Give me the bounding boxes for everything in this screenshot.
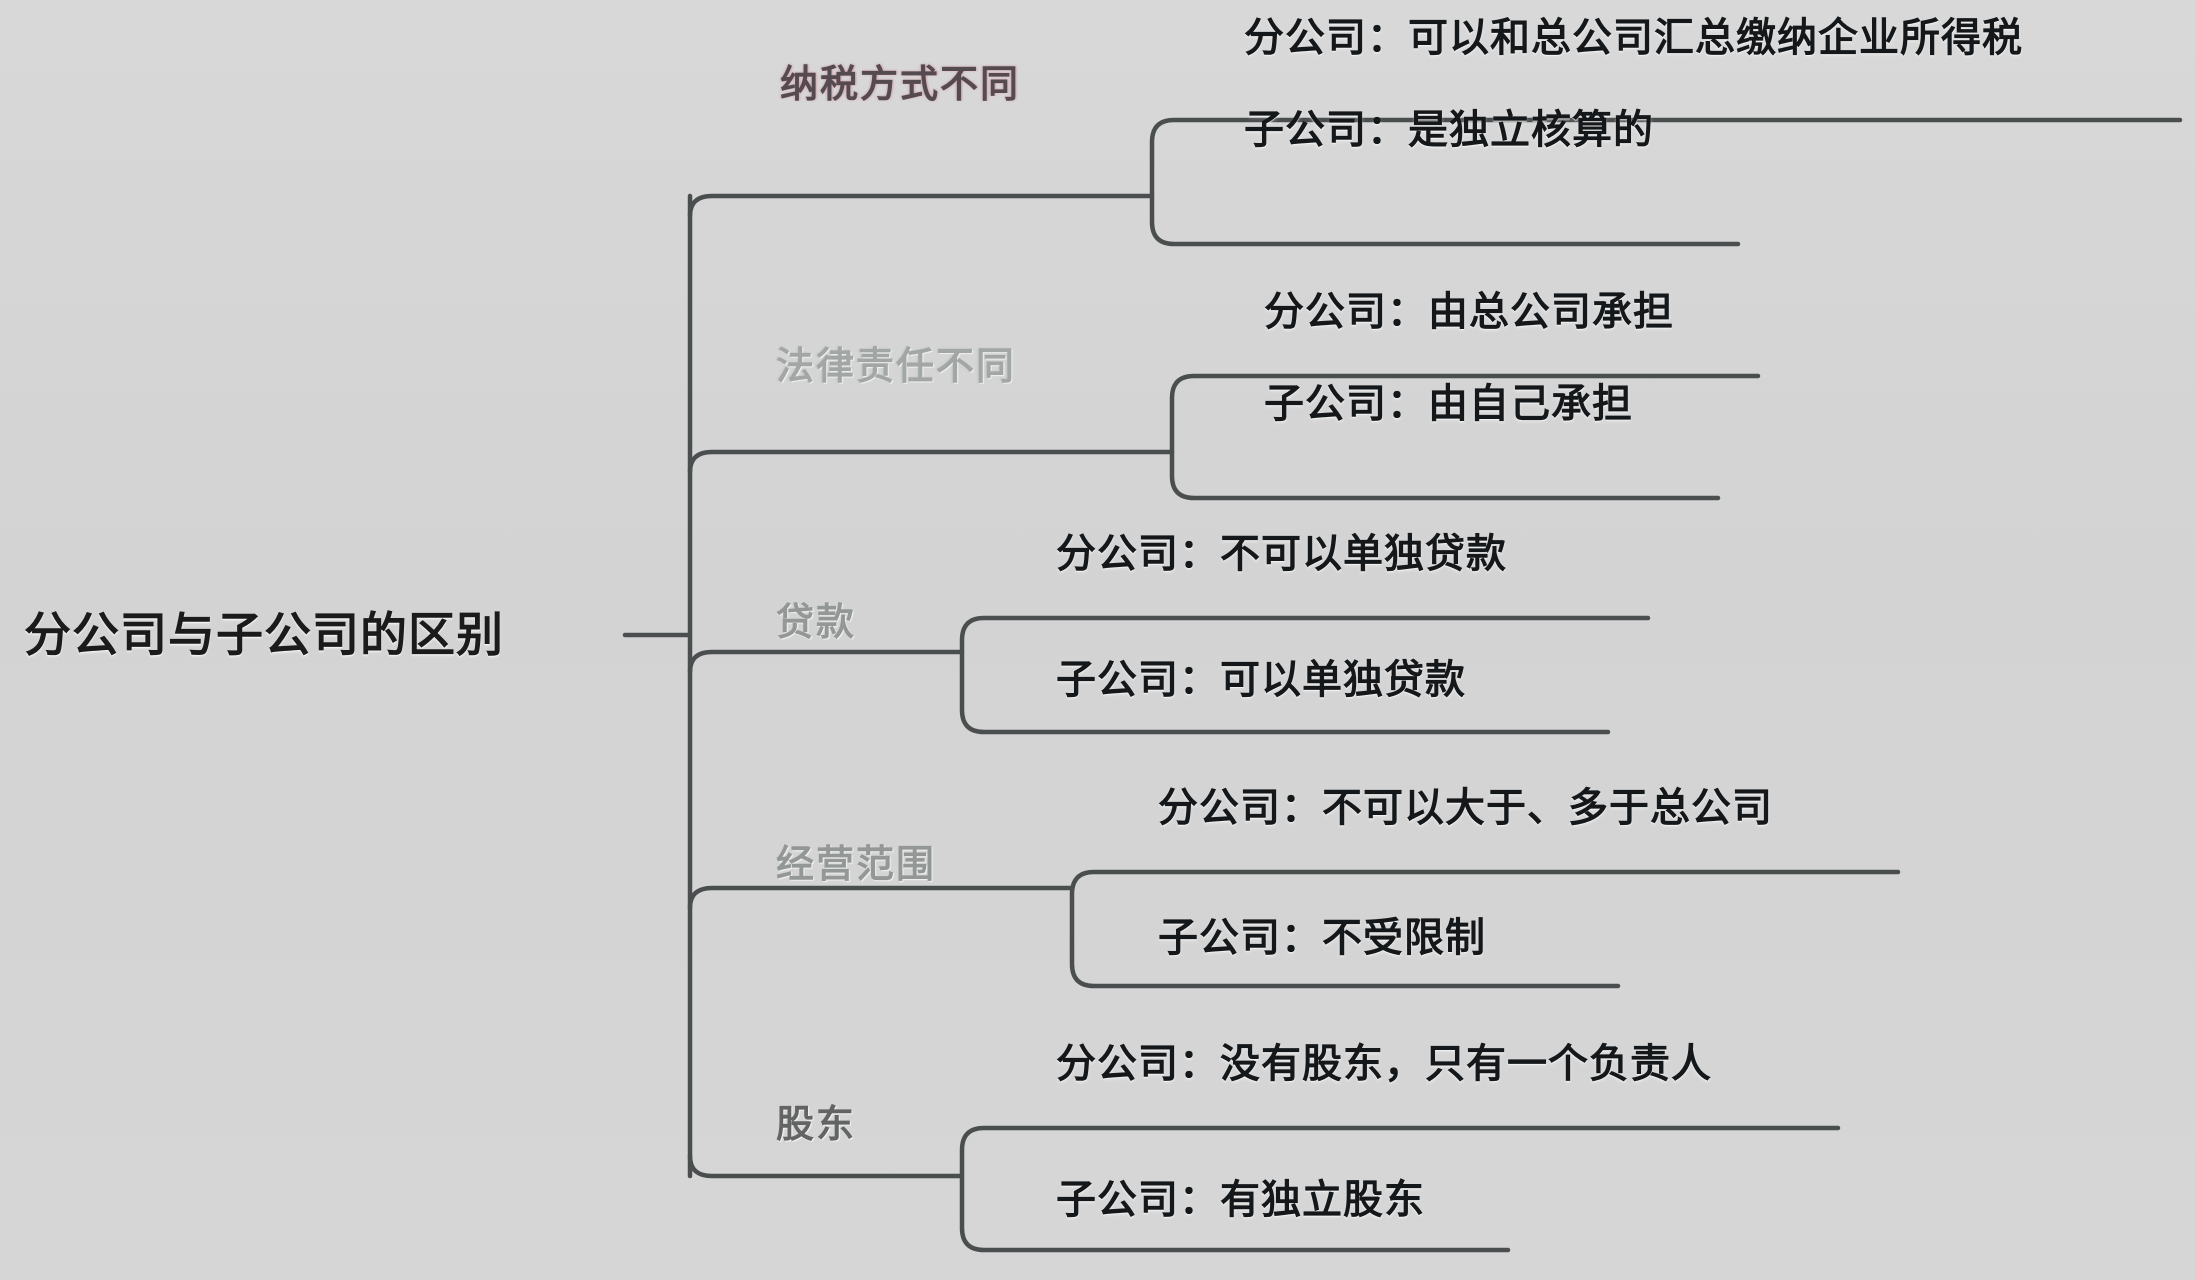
leaf-node-3-1[interactable]: 分公司：不可以单独贷款: [1056, 532, 1507, 576]
leaf-node-4-1[interactable]: 分公司：不可以大于、多于总公司: [1158, 786, 1773, 830]
leaf-node-4-2[interactable]: 子公司：不受限制: [1158, 916, 1486, 960]
leaf-node-5-1[interactable]: 分公司：没有股东，只有一个负责人: [1056, 1042, 1712, 1086]
branch-arm-3: [687, 649, 965, 675]
leaf-node-3-2[interactable]: 子公司：可以单独贷款: [1056, 658, 1466, 702]
branch-node-4[interactable]: 经营范围: [776, 844, 937, 886]
branch-node-2[interactable]: 法律责任不同: [776, 346, 1017, 388]
branch-node-1[interactable]: 纳税方式不同: [780, 64, 1021, 106]
root-node[interactable]: 分公司与子公司的区别: [24, 608, 504, 661]
branch-arm-5: [687, 1153, 965, 1179]
branch-node-3[interactable]: 贷款: [776, 602, 857, 644]
leaf-node-2-2[interactable]: 子公司：由自己承担: [1264, 382, 1633, 426]
leaf-node-5-2[interactable]: 子公司：有独立股东: [1056, 1178, 1425, 1222]
branch-arm-4: [687, 885, 1075, 911]
leaf-node-1-2[interactable]: 子公司：是独立核算的: [1244, 108, 1654, 152]
leaf-node-2-1[interactable]: 分公司：由总公司承担: [1264, 290, 1674, 334]
branch-arm-1: [687, 193, 1155, 219]
branch-arm-2: [687, 449, 1175, 475]
leaf-node-1-1[interactable]: 分公司：可以和总公司汇总缴纳企业所得税: [1244, 16, 2023, 60]
branch-node-5[interactable]: 股东: [776, 1104, 857, 1146]
